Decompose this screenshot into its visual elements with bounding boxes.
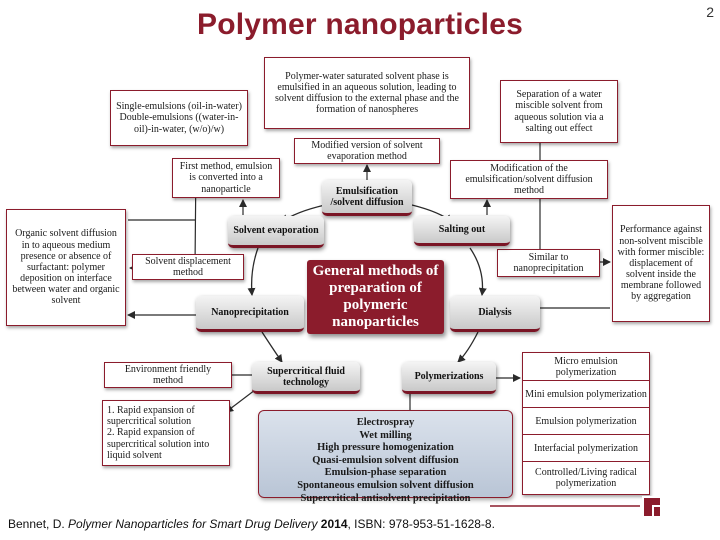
node-salting-out: Salting out: [414, 216, 510, 246]
polymerization-item: Emulsion polymerization: [523, 408, 649, 435]
ring-arrow: [469, 247, 487, 296]
other-methods-list: Electrospray Wet milling High pressure h…: [258, 410, 513, 504]
polymerization-types-list: Micro emulsion polymerization Mini emuls…: [522, 352, 650, 495]
method-item: Wet milling: [359, 429, 412, 441]
method-item: Spontaneous emulsion solvent diffusion: [297, 479, 474, 491]
note-organic-solvent-diffusion: Organic solvent diffusion in to aqueous …: [6, 209, 126, 326]
node-solvent-evaporation: Solvent evaporation: [228, 216, 324, 248]
node-emulsification-solvent-diffusion: Emulsification /solvent diffusion: [322, 180, 412, 216]
method-item: Supercritical antisolvent precipitation: [300, 492, 471, 504]
node-polymerizations: Polymerizations: [402, 362, 496, 394]
note-modification-emulsification: Modification of the emulsification/solve…: [450, 160, 608, 199]
ring-arrow: [247, 247, 259, 296]
citation-work: Polymer Nanoparticles for Smart Drug Del…: [68, 517, 318, 531]
citation-isbn: , ISBN: 978-953-51-1628-8.: [347, 517, 495, 531]
note-similar-nanoprecipitation: Similar to nanoprecipitation: [497, 249, 600, 277]
page-number: 2: [706, 4, 714, 20]
method-item: High pressure homogenization: [317, 442, 454, 454]
note-polymer-water-emulsified: Polymer-water saturated solvent phase is…: [264, 57, 470, 129]
note-performance-non-solvent: Performance against non-solvent miscible…: [612, 205, 710, 322]
polymerization-item: Mini emulsion polymerization: [523, 381, 649, 408]
note-first-method: First method, emulsion is converted into…: [172, 158, 280, 198]
method-item: Electrospray: [356, 417, 415, 428]
note-rapid-expansion: 1. Rapid expansion of supercritical solu…: [102, 400, 230, 466]
node-supercritical-fluid: Supercritical fluid technology: [252, 362, 360, 394]
citation-year: 2014: [317, 517, 348, 531]
note-modified-solvent-evaporation: Modified version of solvent evaporation …: [294, 138, 440, 164]
ring-arrow: [457, 331, 479, 363]
slide-title: Polymer nanoparticles: [197, 8, 523, 41]
polymerization-item: Controlled/Living radical polymerization: [535, 466, 637, 489]
ring-arrow: [261, 331, 283, 363]
citation: Bennet, D. Polymer Nanoparticles for Sma…: [8, 517, 495, 531]
node-dialysis: Dialysis: [450, 296, 540, 332]
note-solvent-displacement: Solvent displacement method: [132, 254, 244, 280]
method-item: Emulsion-phase separation: [324, 467, 447, 479]
method-item: Quasi-emulsion solvent diffusion: [312, 454, 459, 466]
polymerization-item: Micro emulsion polymerization: [523, 353, 649, 381]
note-environment-friendly: Environment friendly method: [104, 362, 232, 388]
connector: [225, 389, 256, 413]
note-separation-water-miscible: Separation of a water miscible solvent f…: [500, 80, 618, 143]
university-logo-icon: [642, 496, 662, 518]
center-general-methods: General methods of preparation of polyme…: [307, 260, 444, 334]
polymerization-item: Interfacial polymerization: [523, 435, 649, 462]
node-nanoprecipitation: Nanoprecipitation: [196, 296, 304, 332]
citation-authors: Bennet, D.: [8, 517, 69, 531]
note-single-double-emulsions: Single-emulsions (oil-in-water) Double-e…: [110, 90, 248, 146]
